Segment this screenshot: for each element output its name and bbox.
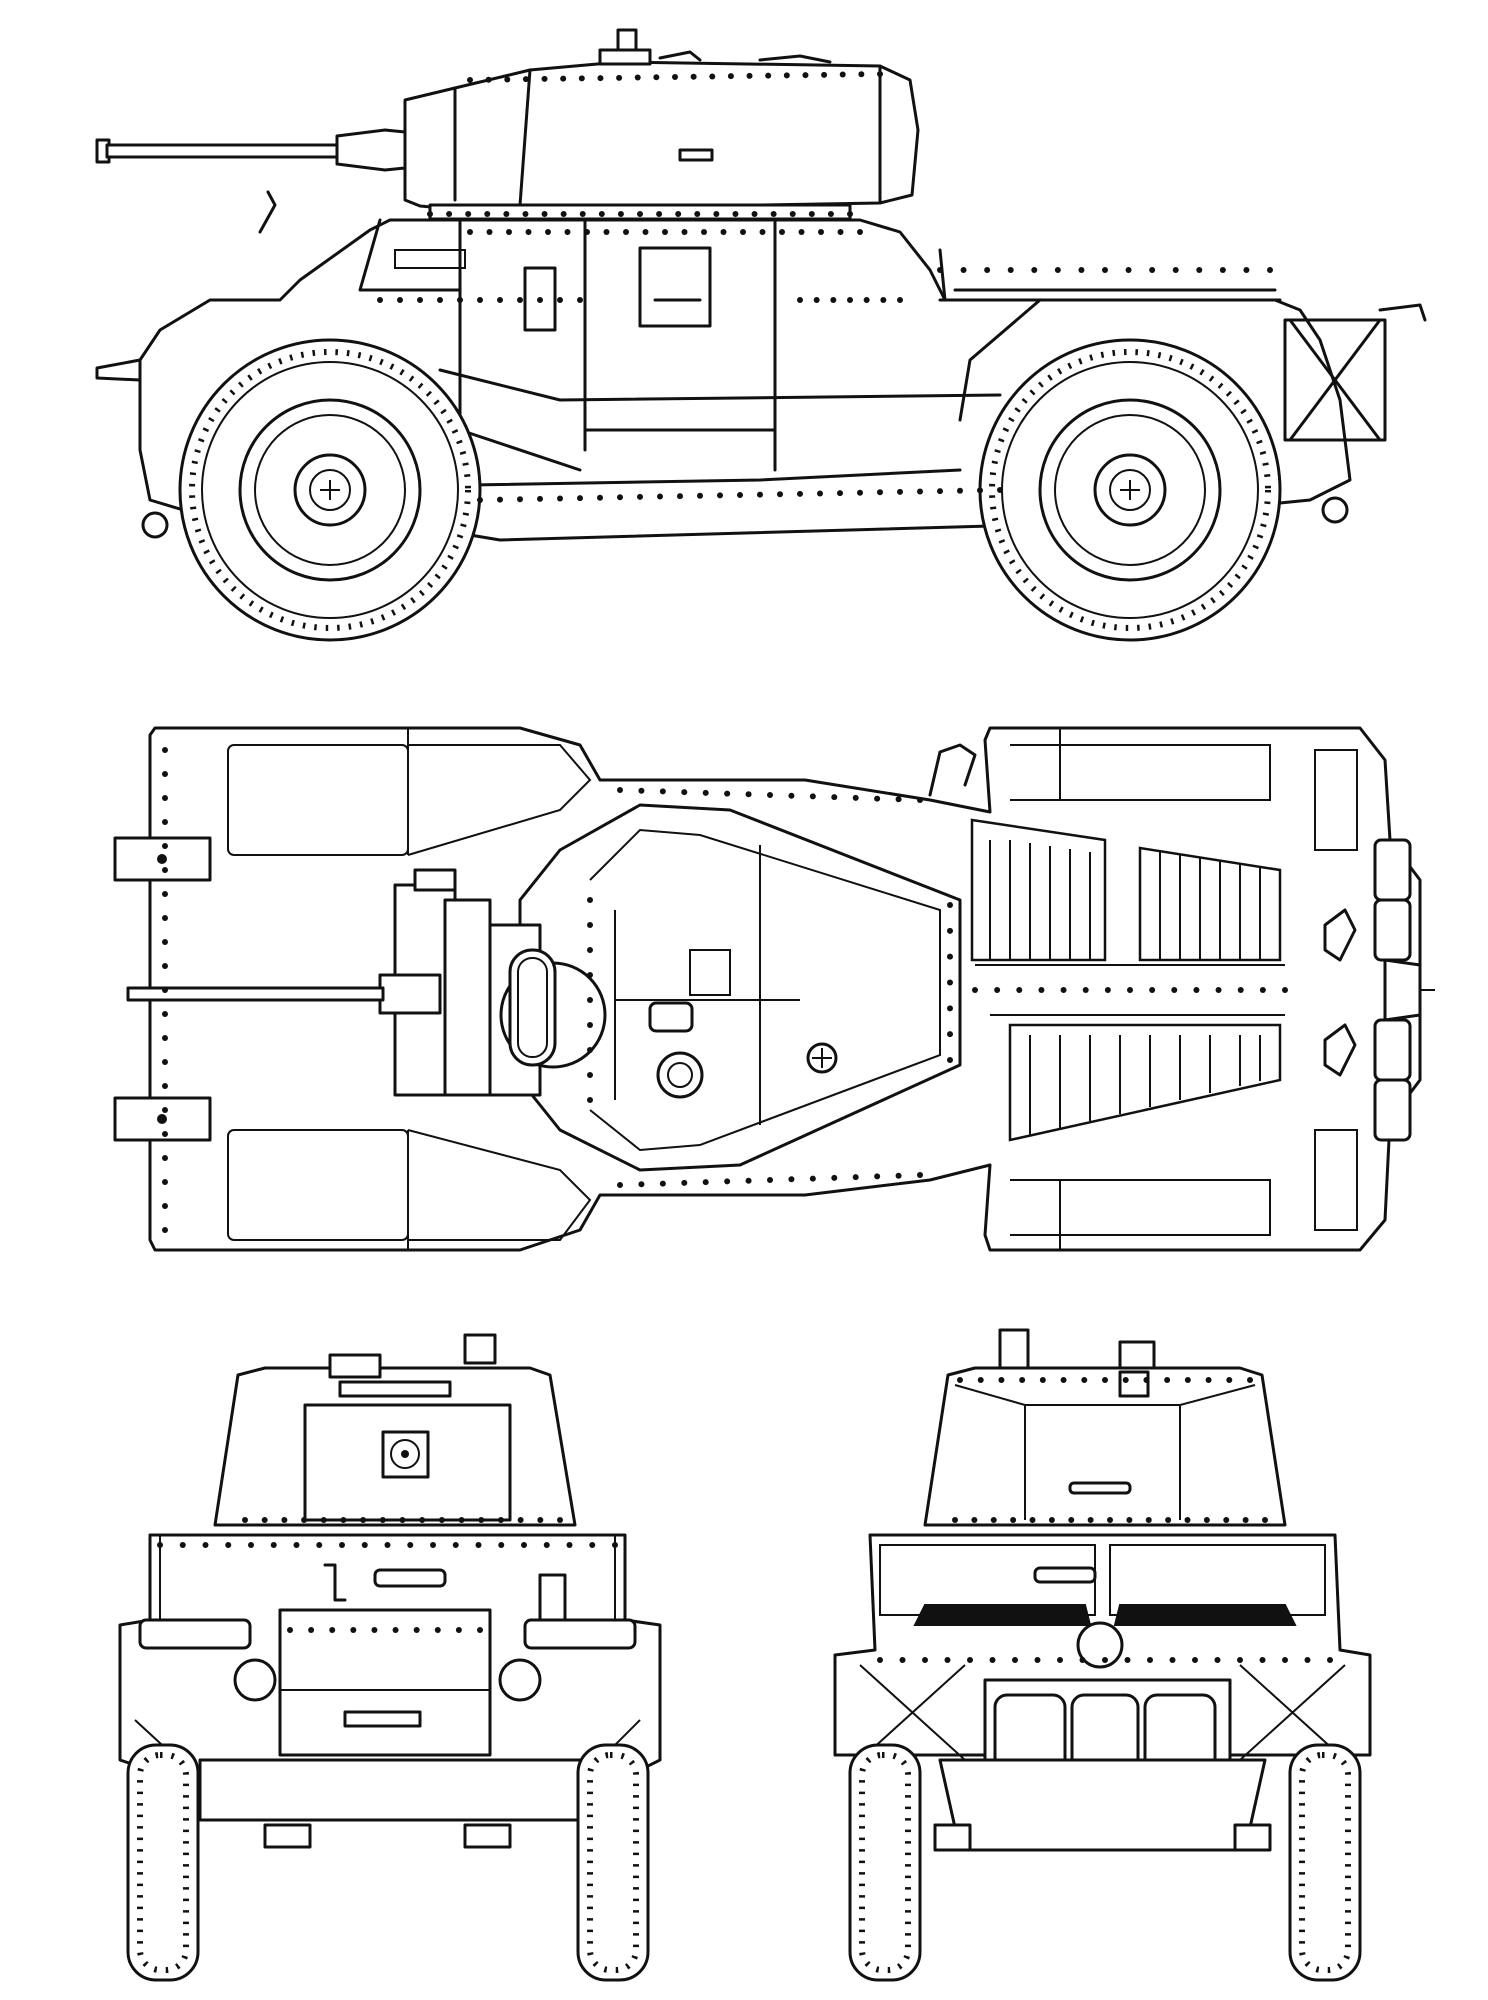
rear-view-tires bbox=[848, 1743, 1362, 1982]
engine-grilles bbox=[970, 818, 1285, 1142]
top-gun bbox=[126, 868, 607, 1097]
rivet-pattern bbox=[157, 71, 1333, 1663]
front-view-tires bbox=[126, 1743, 650, 1982]
rear-view bbox=[833, 1328, 1372, 1982]
tow-ring-rear bbox=[141, 511, 169, 539]
turret bbox=[403, 28, 920, 221]
rear-wheel bbox=[178, 338, 482, 642]
side-view bbox=[95, 28, 1427, 642]
turret-top bbox=[518, 803, 962, 1172]
tow-ring-front bbox=[1321, 496, 1349, 524]
top-view bbox=[113, 726, 1435, 1252]
front-wheel bbox=[978, 338, 1282, 642]
gun-barrel bbox=[95, 128, 407, 172]
front-view bbox=[118, 1333, 662, 1982]
